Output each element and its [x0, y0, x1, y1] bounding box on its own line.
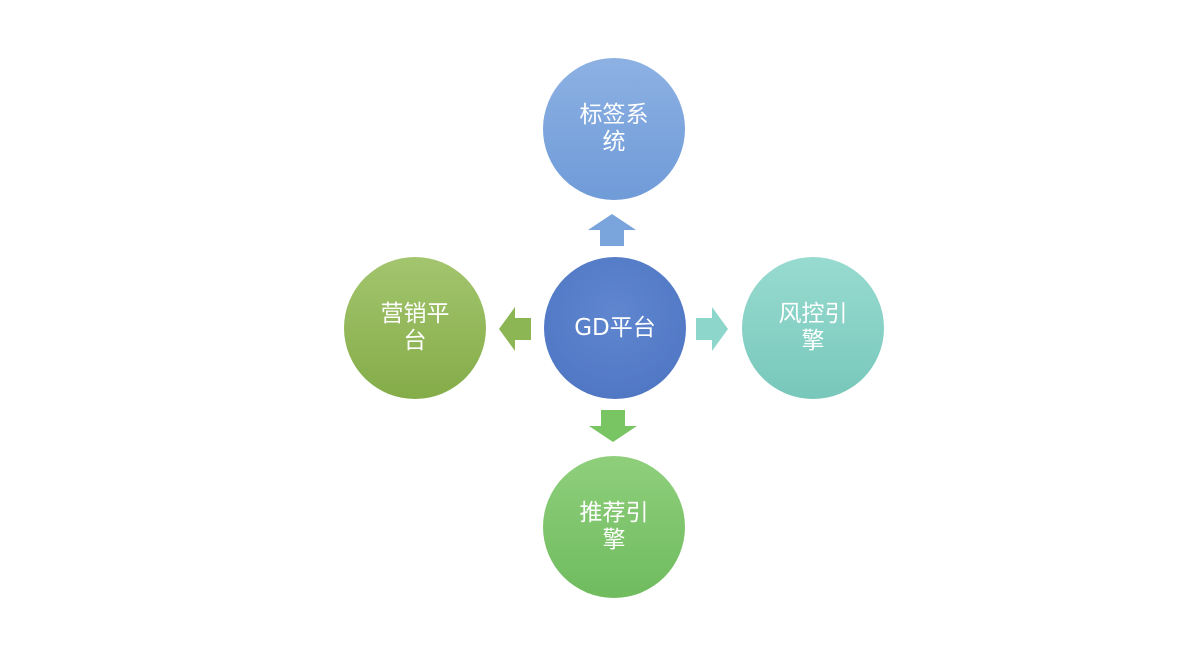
top-node-tag-system: 标签系统: [543, 58, 685, 200]
left-node-marketing-platform: 营销平台: [344, 257, 486, 399]
right-node-risk-engine: 风控引擎: [742, 257, 884, 399]
bottom-node-label: 推荐引擎: [579, 500, 649, 553]
arrow-up-icon: [588, 214, 636, 246]
arrow-right-icon: [696, 307, 728, 351]
arrow-down-icon: [589, 410, 637, 442]
center-node-label: GD平台: [574, 314, 656, 341]
left-node-label: 营销平台: [380, 301, 450, 354]
center-node-gd-platform: GD平台: [544, 257, 686, 399]
top-node-label: 标签系统: [579, 102, 649, 155]
arrow-left-icon: [499, 307, 531, 351]
bottom-node-recommendation-engine: 推荐引擎: [543, 456, 685, 598]
right-node-label: 风控引擎: [778, 301, 848, 354]
